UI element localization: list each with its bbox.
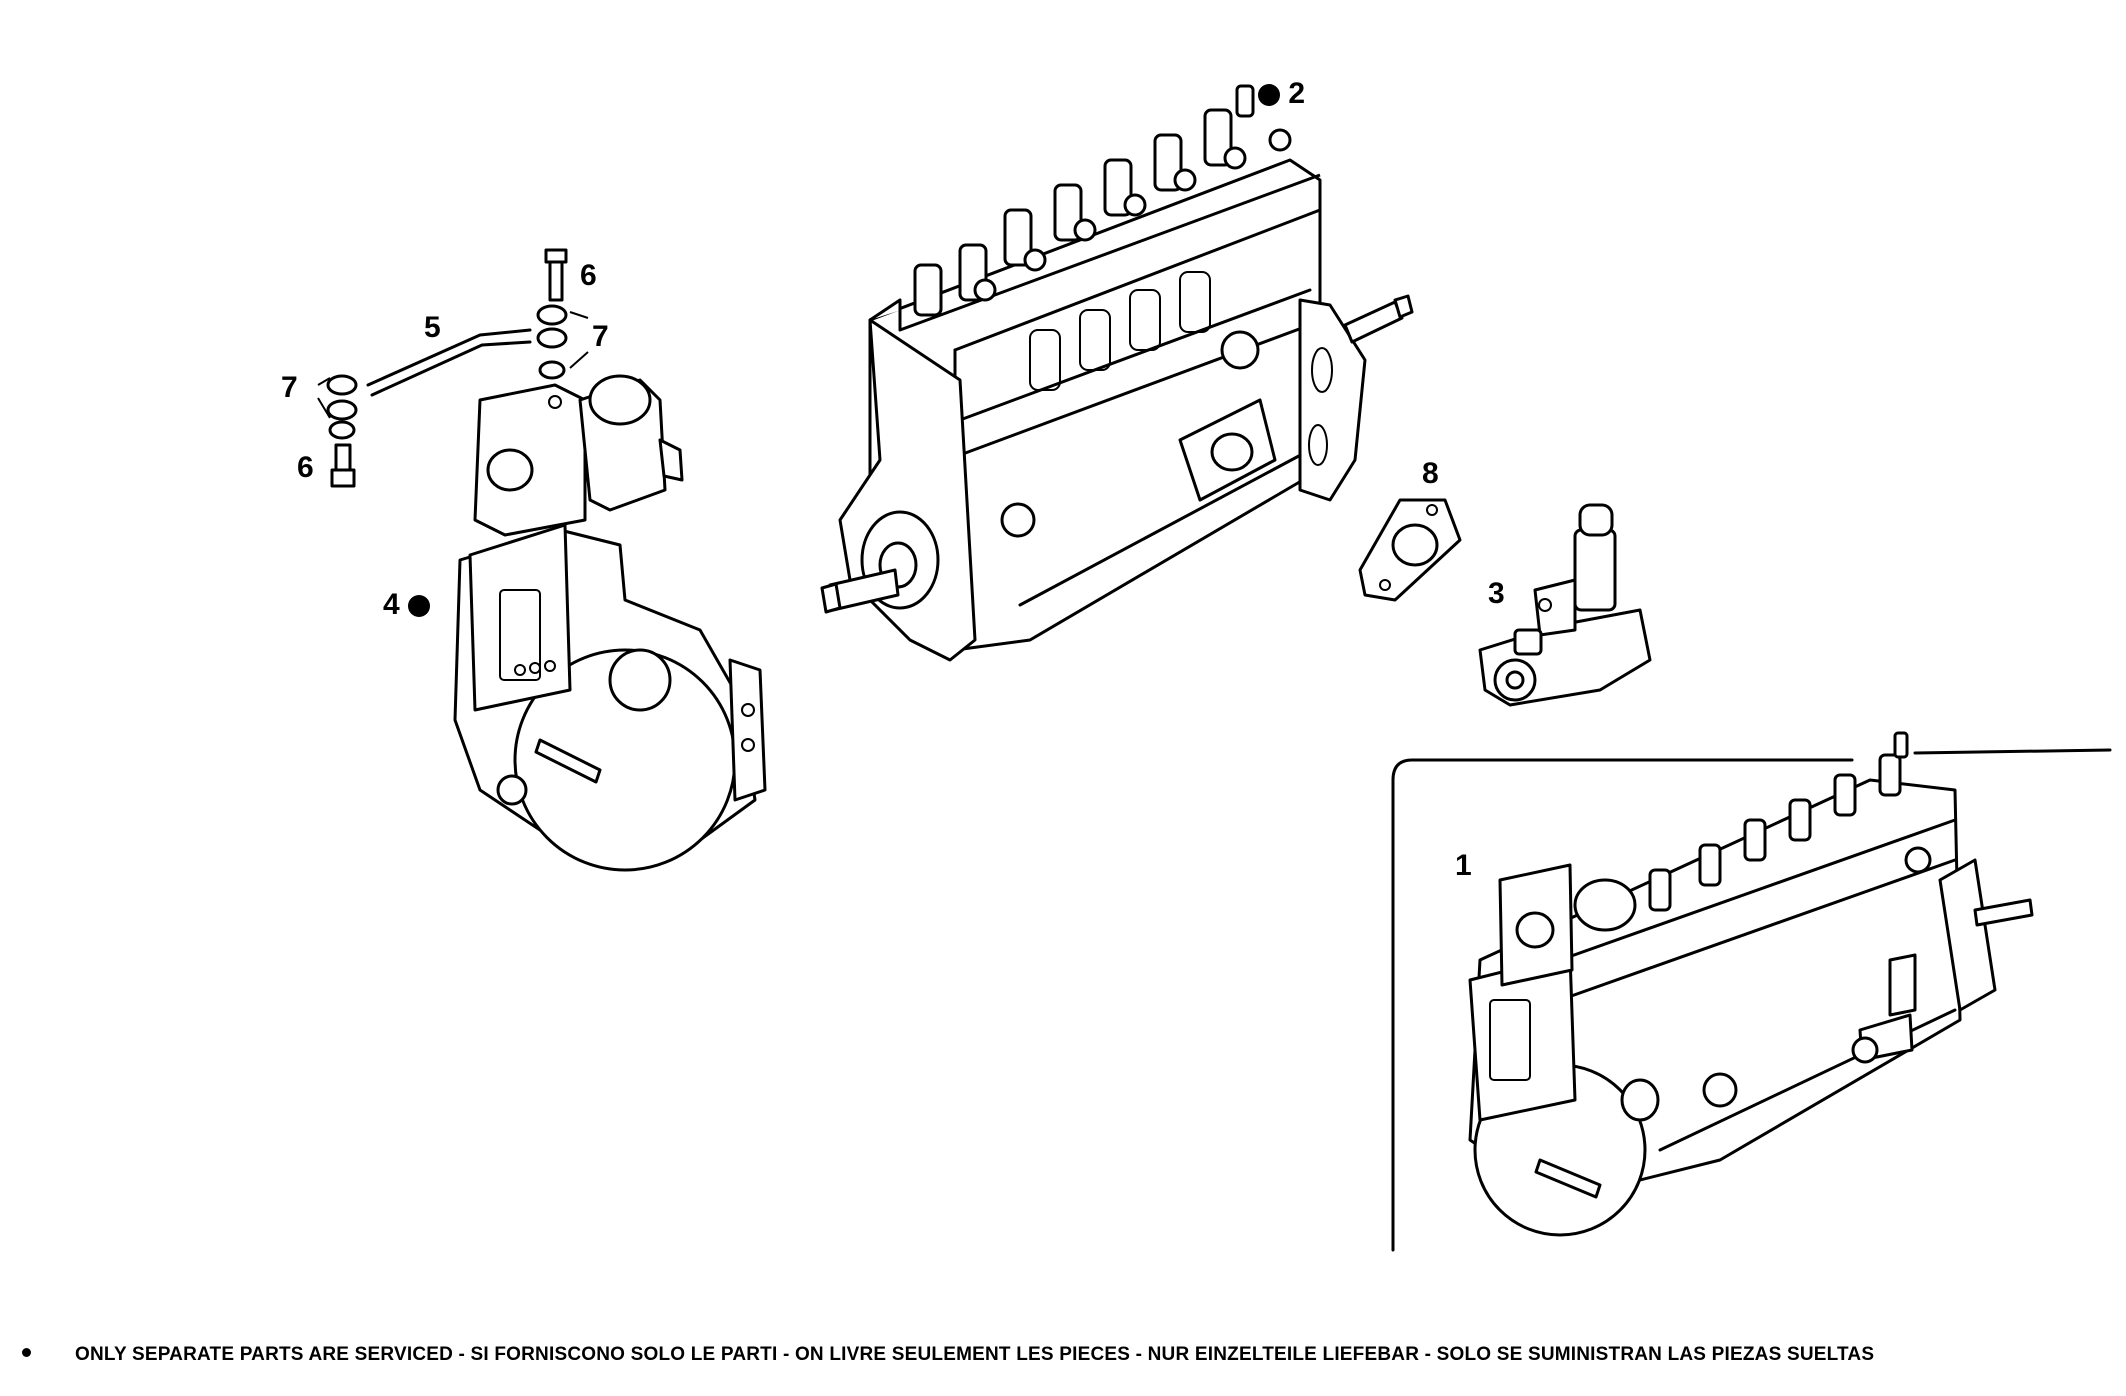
serviced-separately-marker [1258,84,1280,107]
callout-7-left: 7 [281,371,298,404]
service-footnote: ONLY SEPARATE PARTS ARE SERVICED - SI FO… [22,1344,2112,1366]
callout-1: 1 [1455,849,1472,882]
callout-4-label: 4 [383,588,400,621]
assembly-frame [1391,758,1854,1252]
callout-8: 8 [1422,457,1439,490]
callout-7-right: 7 [592,320,609,353]
injection-pump-body [820,84,1414,662]
governor-housing [453,374,767,872]
assembled-pump [1468,731,2034,1237]
callout-6-bottom: 6 [297,451,314,484]
lube-pipe-assembly [317,248,589,488]
callout-2-label: 2 [1288,77,1306,110]
callout-4: 4 [383,588,431,621]
serviced-separately-marker [408,595,431,618]
gasket-part [1358,498,1462,602]
callout-3: 3 [1488,577,1505,610]
callout-6-top: 6 [580,259,597,292]
callout-2: 2 [1258,79,1305,109]
feed-pump-part [1478,503,1652,707]
callout-5: 5 [424,311,441,344]
footnote-bullet [22,1348,31,1358]
footnote-text: ONLY SEPARATE PARTS ARE SERVICED - SI FO… [75,1344,1875,1365]
